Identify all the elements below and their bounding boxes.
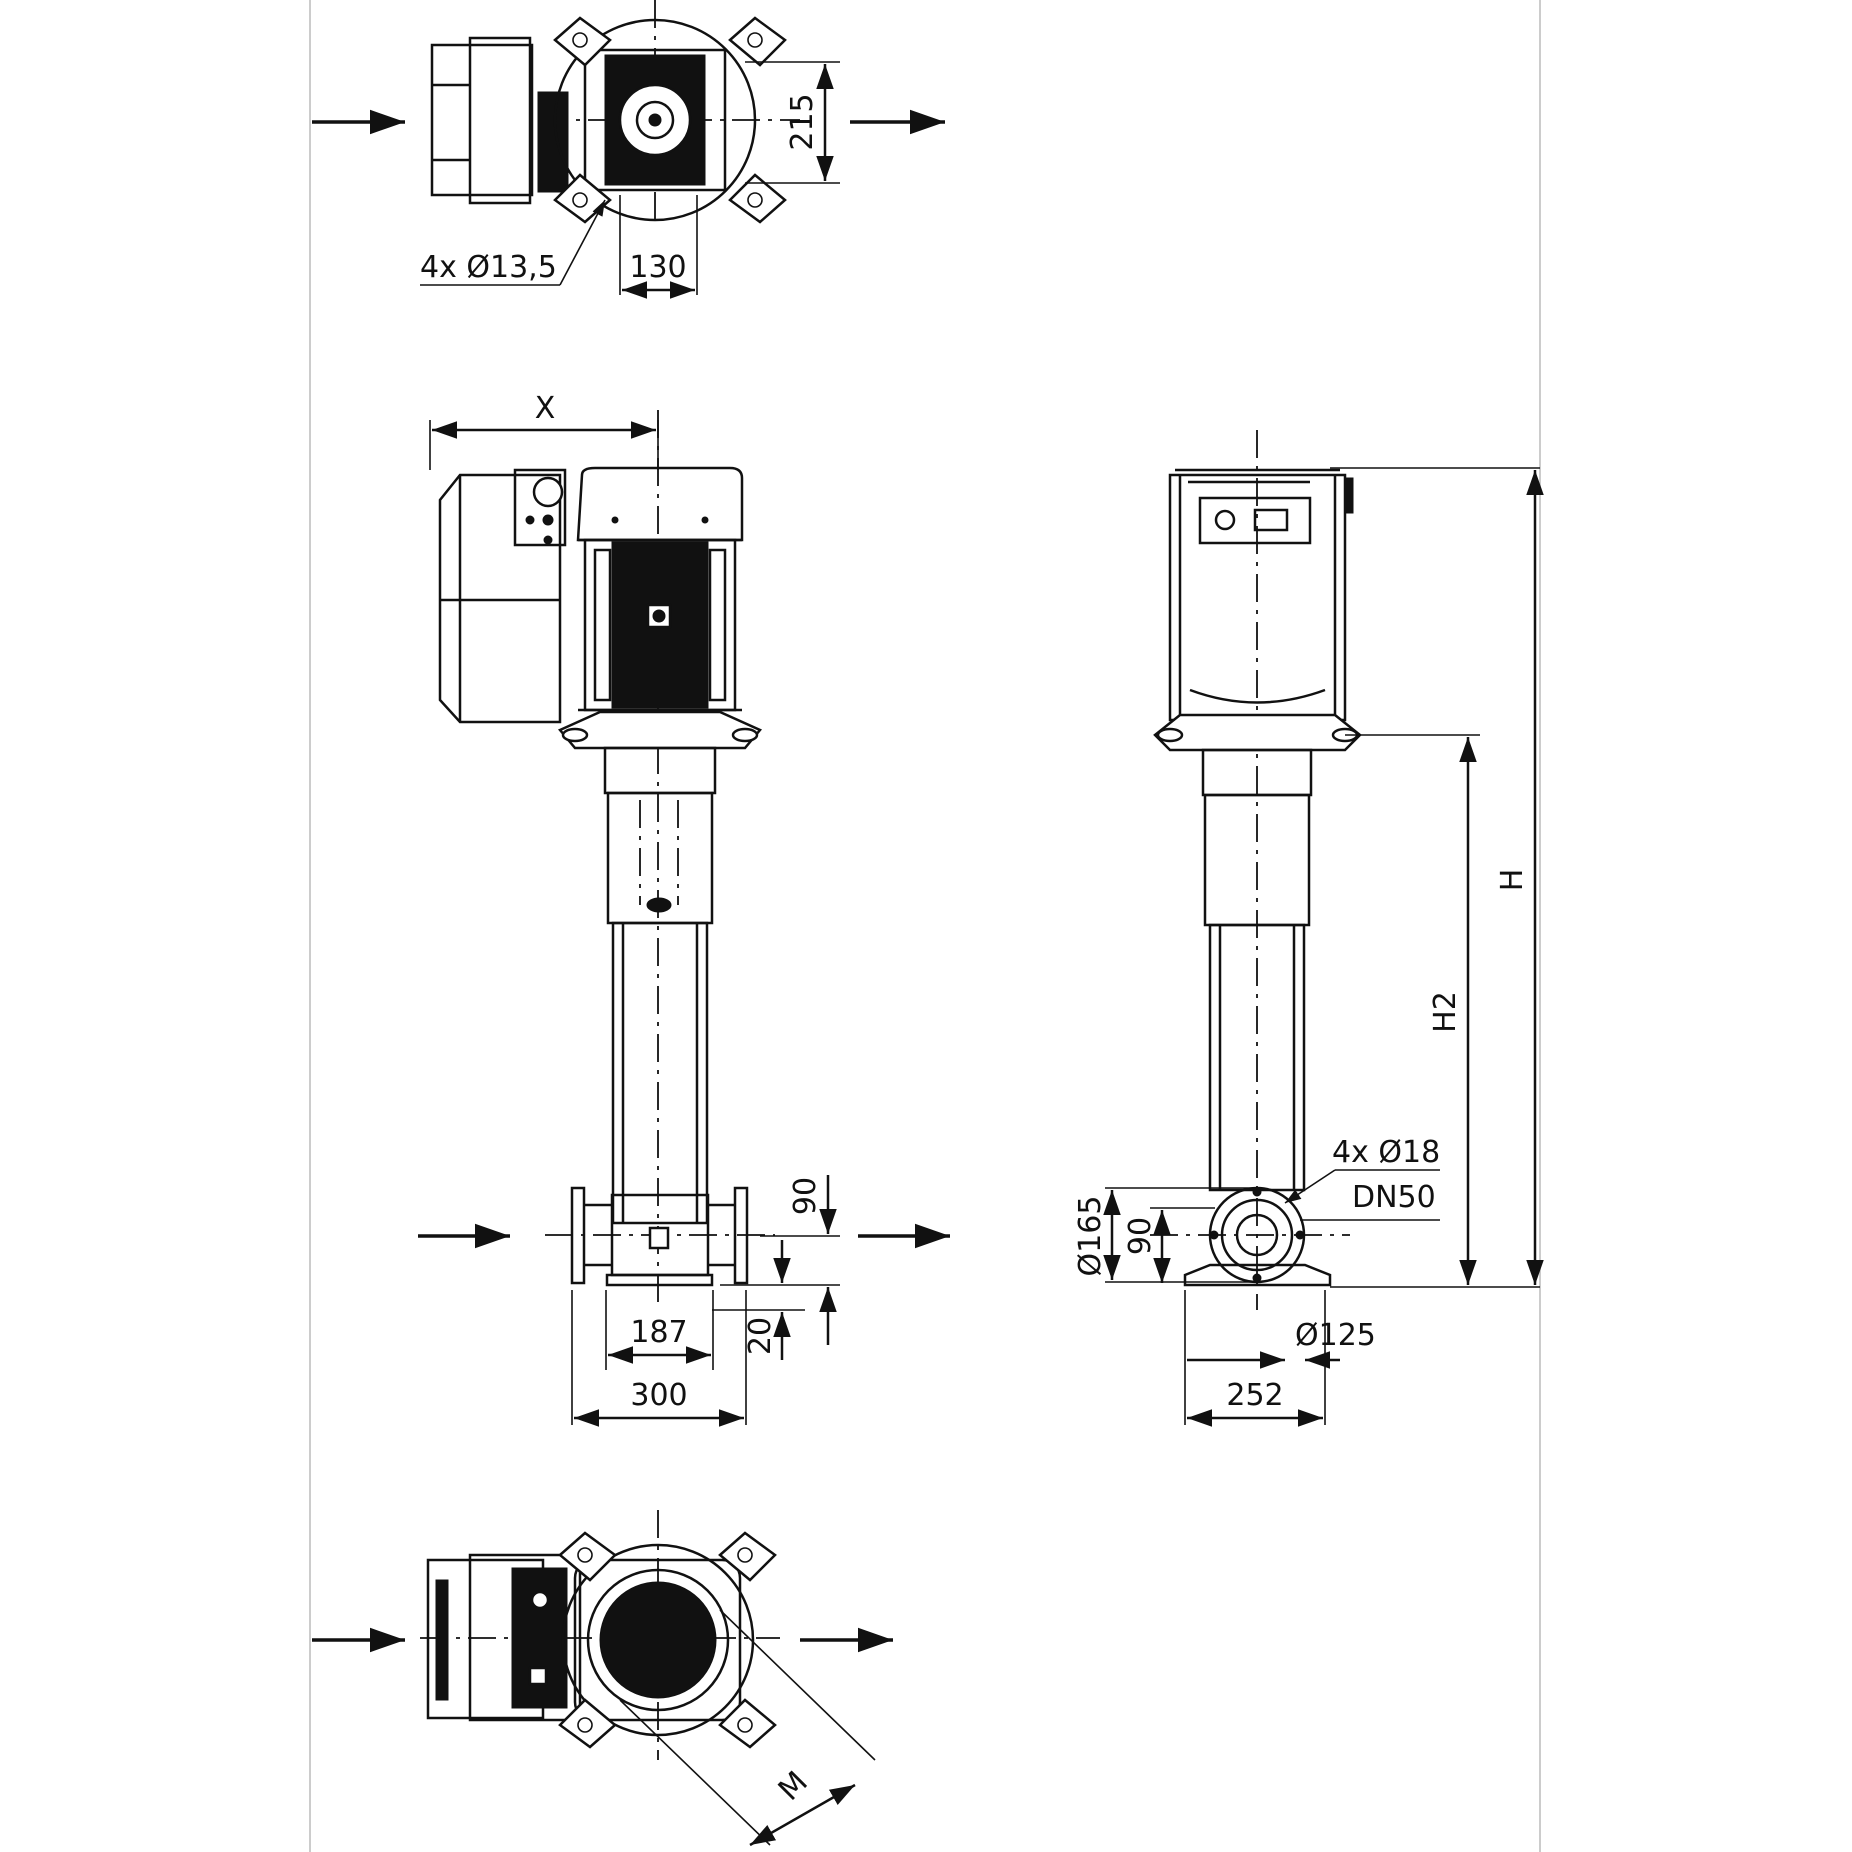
dim-width-x: X [535,391,556,426]
side-view: H H2 4x Ø18 DN50 Ø165 90 Ø125 252 [1073,430,1544,1427]
dim-hole-spec: 4x Ø13,5 [420,250,557,285]
dim-mount-width: 130 [629,250,686,285]
mount-ear [553,16,787,224]
dim-total-height: H [1495,869,1530,892]
dim-outer-width: 300 [630,1378,687,1413]
dim-port-height-front: 90 [788,1177,823,1215]
bottom-view: M [312,1510,893,1847]
dim-bolt-circle: Ø125 [1295,1318,1376,1353]
dim-flange-diameter: Ø165 [1073,1196,1108,1277]
front-view: X [418,391,950,1427]
dim-diagonal-m: M [772,1765,815,1808]
dim-inner-width: 187 [630,1315,687,1350]
dim-height-h2: H2 [1428,991,1463,1033]
dim-foot-height: 20 [743,1317,778,1355]
dim-foot-width: 252 [1226,1378,1283,1413]
dim-flange-spacing: 215 [785,93,820,150]
top-view: 215 130 4x Ø13,5 [312,0,945,299]
dim-flange-holes: 4x Ø18 [1332,1135,1440,1170]
dim-port-height-side: 90 [1123,1217,1158,1255]
dim-nominal-size: DN50 [1352,1180,1436,1215]
